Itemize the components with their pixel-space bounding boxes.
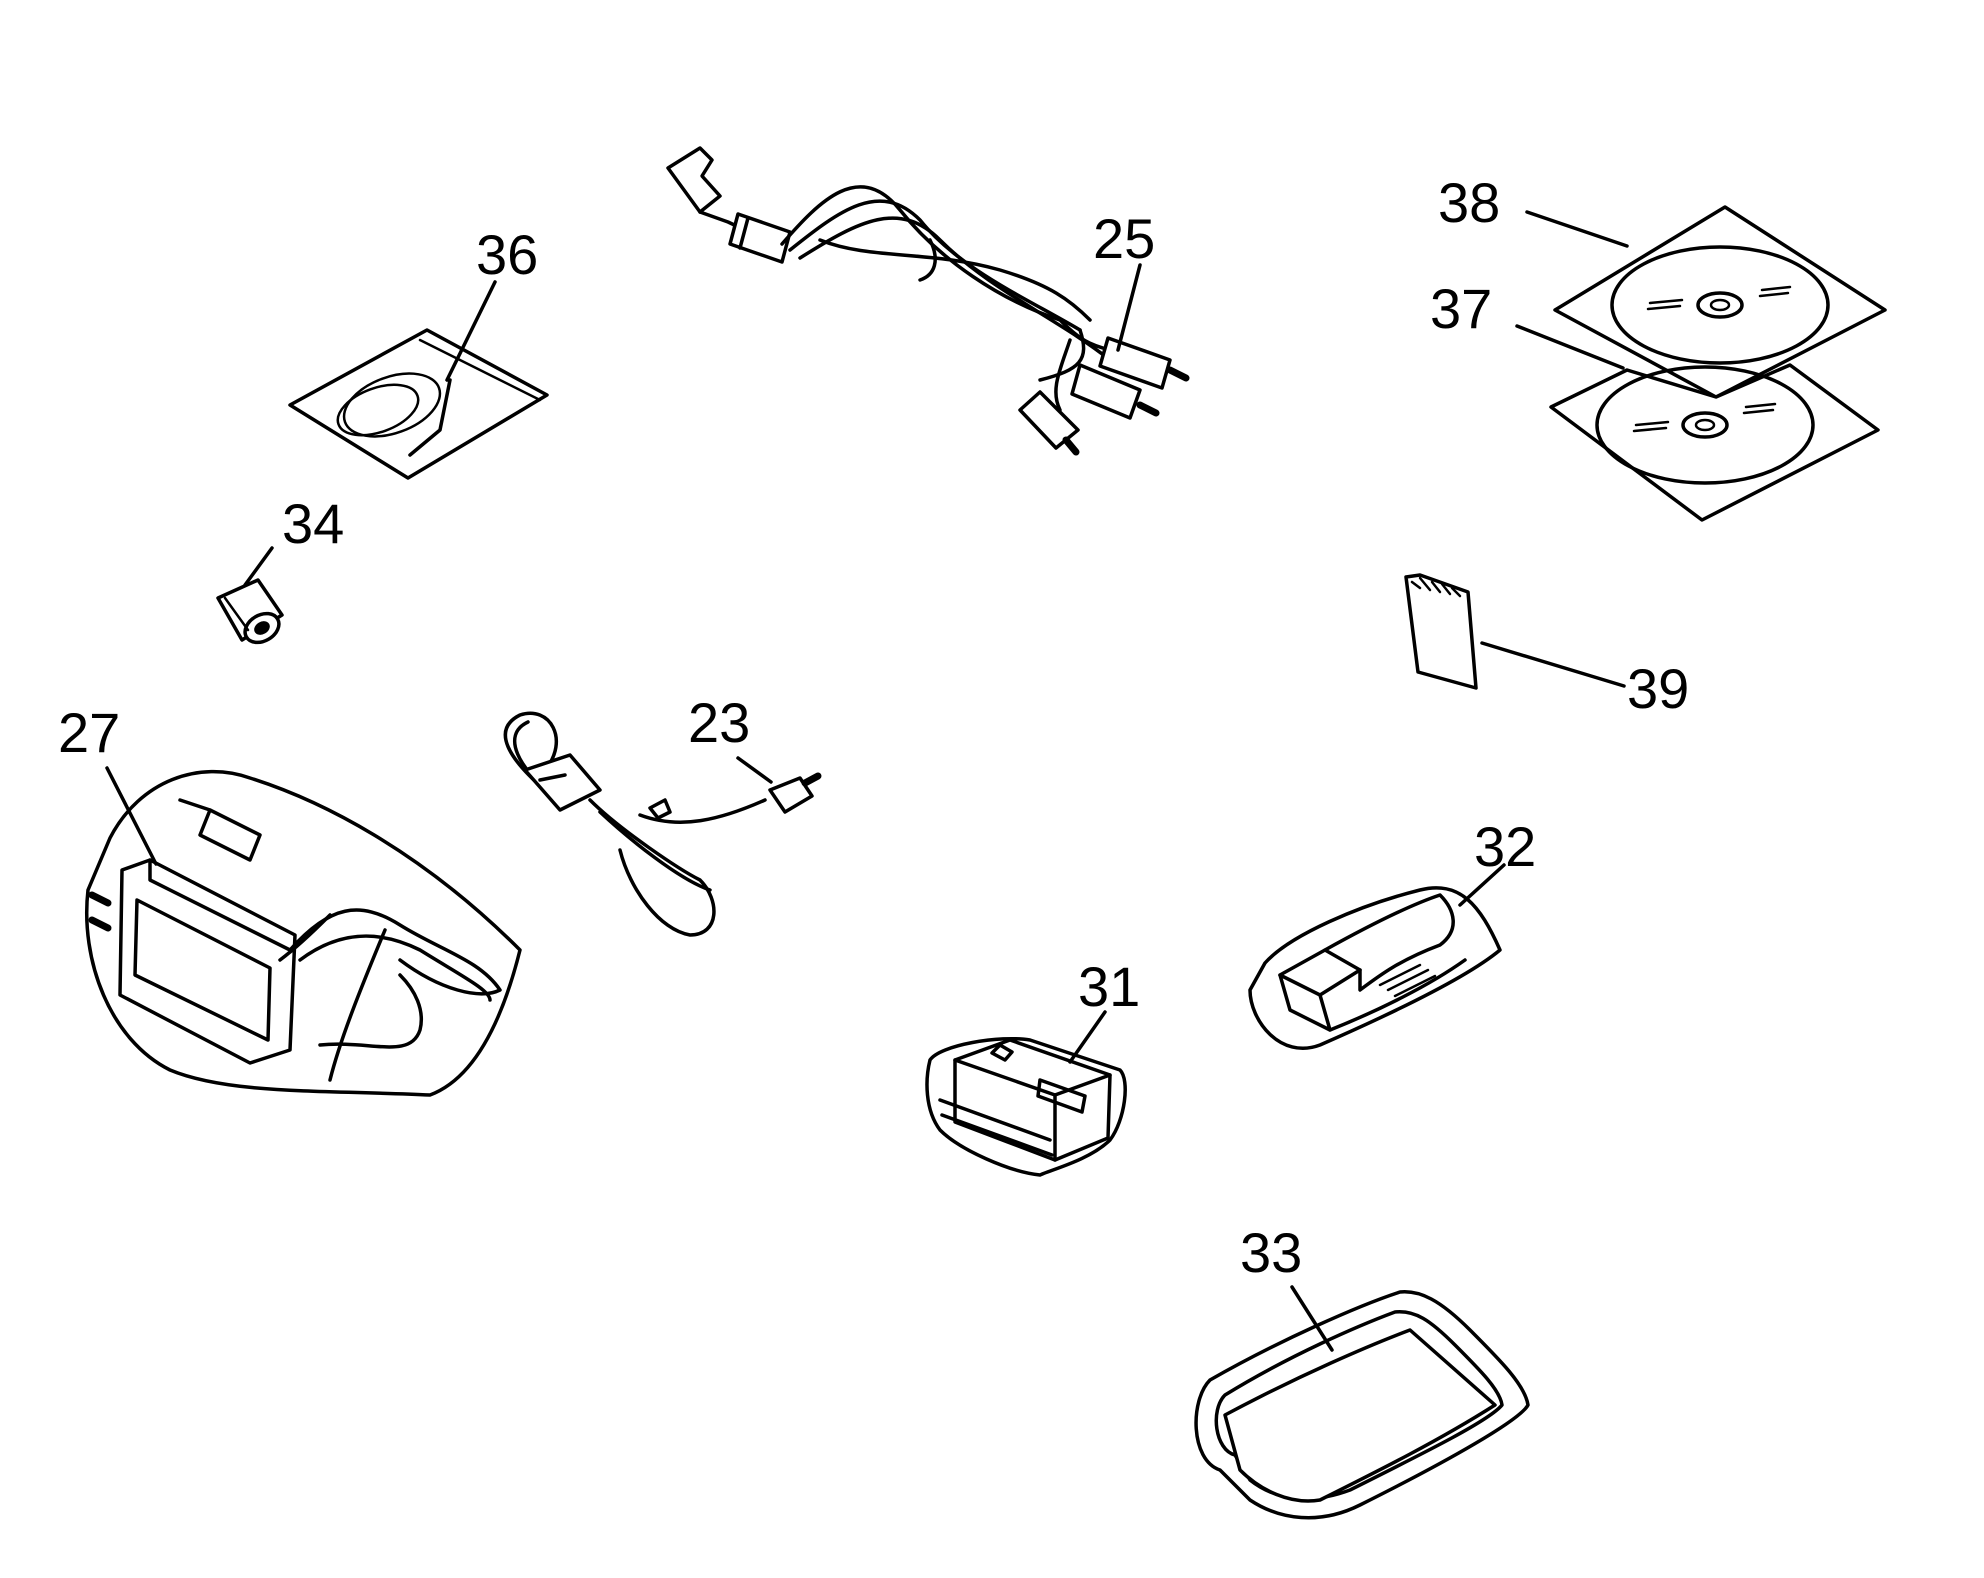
callout-23: 23 <box>688 691 750 754</box>
memory-card-part <box>1404 573 1478 690</box>
av-cable-part <box>666 146 1190 456</box>
callout-38: 38 <box>1438 171 1500 234</box>
battery-bag-32-part <box>1248 886 1502 1050</box>
callout-33: 33 <box>1240 1221 1302 1284</box>
leader-38 <box>1525 210 1629 248</box>
callout-labels: 36 25 38 37 34 39 23 27 32 31 33 <box>58 171 1689 1284</box>
callout-32: 32 <box>1474 815 1536 878</box>
callout-34: 34 <box>282 492 344 555</box>
ferrite-core-part <box>216 578 284 645</box>
leader-37 <box>1515 324 1625 370</box>
cover-33-part <box>1194 1290 1530 1520</box>
cd-rom-37-part <box>1549 363 1880 522</box>
callout-25: 25 <box>1093 207 1155 270</box>
bagged-cord-part <box>288 328 549 480</box>
cd-rom-38-part <box>1553 205 1887 399</box>
callout-36: 36 <box>476 223 538 286</box>
usb-cable-part <box>503 711 822 937</box>
leader-32 <box>1458 863 1506 907</box>
callout-27: 27 <box>58 701 120 764</box>
leader-33 <box>1290 1285 1334 1352</box>
ac-adapter-part <box>85 769 522 1097</box>
leader-36 <box>445 280 497 382</box>
battery-31-part <box>925 1036 1127 1177</box>
callout-39: 39 <box>1627 657 1689 720</box>
leader-lines <box>105 210 1629 1352</box>
leader-34 <box>243 546 274 587</box>
callout-31: 31 <box>1078 955 1140 1018</box>
callout-37: 37 <box>1430 277 1492 340</box>
leader-39 <box>1480 641 1626 688</box>
leader-31 <box>1068 1010 1107 1064</box>
leader-25 <box>1116 263 1142 352</box>
leader-27 <box>105 766 158 866</box>
leader-23 <box>736 756 773 784</box>
